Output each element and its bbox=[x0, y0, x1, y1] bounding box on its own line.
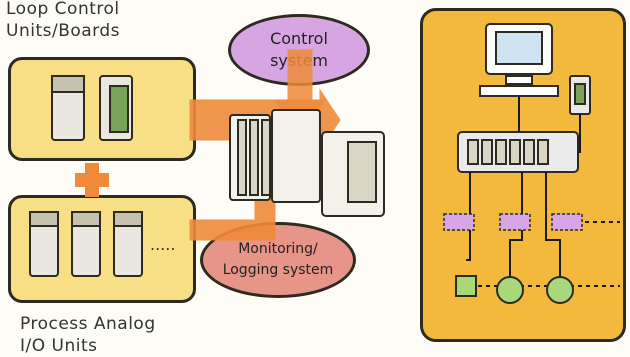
controller-rack-icon bbox=[51, 75, 133, 141]
pink-tag-icon bbox=[443, 213, 583, 231]
monitoring-line2: Logging system bbox=[222, 262, 334, 278]
loop-control-label-line1: Loop Control bbox=[6, 0, 120, 19]
plus-icon bbox=[75, 163, 109, 197]
loop-control-label-line2: Units/Boards bbox=[6, 21, 121, 41]
ellipsis-text: ..... bbox=[150, 235, 175, 254]
computer-monitor-icon bbox=[479, 23, 559, 97]
process-analog-label-line1: Process Analog bbox=[20, 314, 156, 334]
module-card-icon bbox=[29, 211, 143, 277]
dashed-lines bbox=[470, 221, 620, 287]
loop-control-label: Loop Control Units/Boards bbox=[6, 0, 120, 42]
control-system-line1: Control bbox=[270, 29, 328, 48]
controller-rack-icon-right bbox=[457, 131, 579, 173]
central-controller-icon bbox=[229, 109, 385, 217]
valve-circle-icon bbox=[496, 276, 574, 304]
monitoring-line1: Monitoring/ bbox=[238, 241, 318, 257]
network-wires bbox=[466, 96, 581, 280]
sensor-square-icon bbox=[455, 275, 477, 297]
diagram-graphics: ..... bbox=[29, 23, 620, 304]
module-card-icon-right bbox=[569, 75, 591, 115]
